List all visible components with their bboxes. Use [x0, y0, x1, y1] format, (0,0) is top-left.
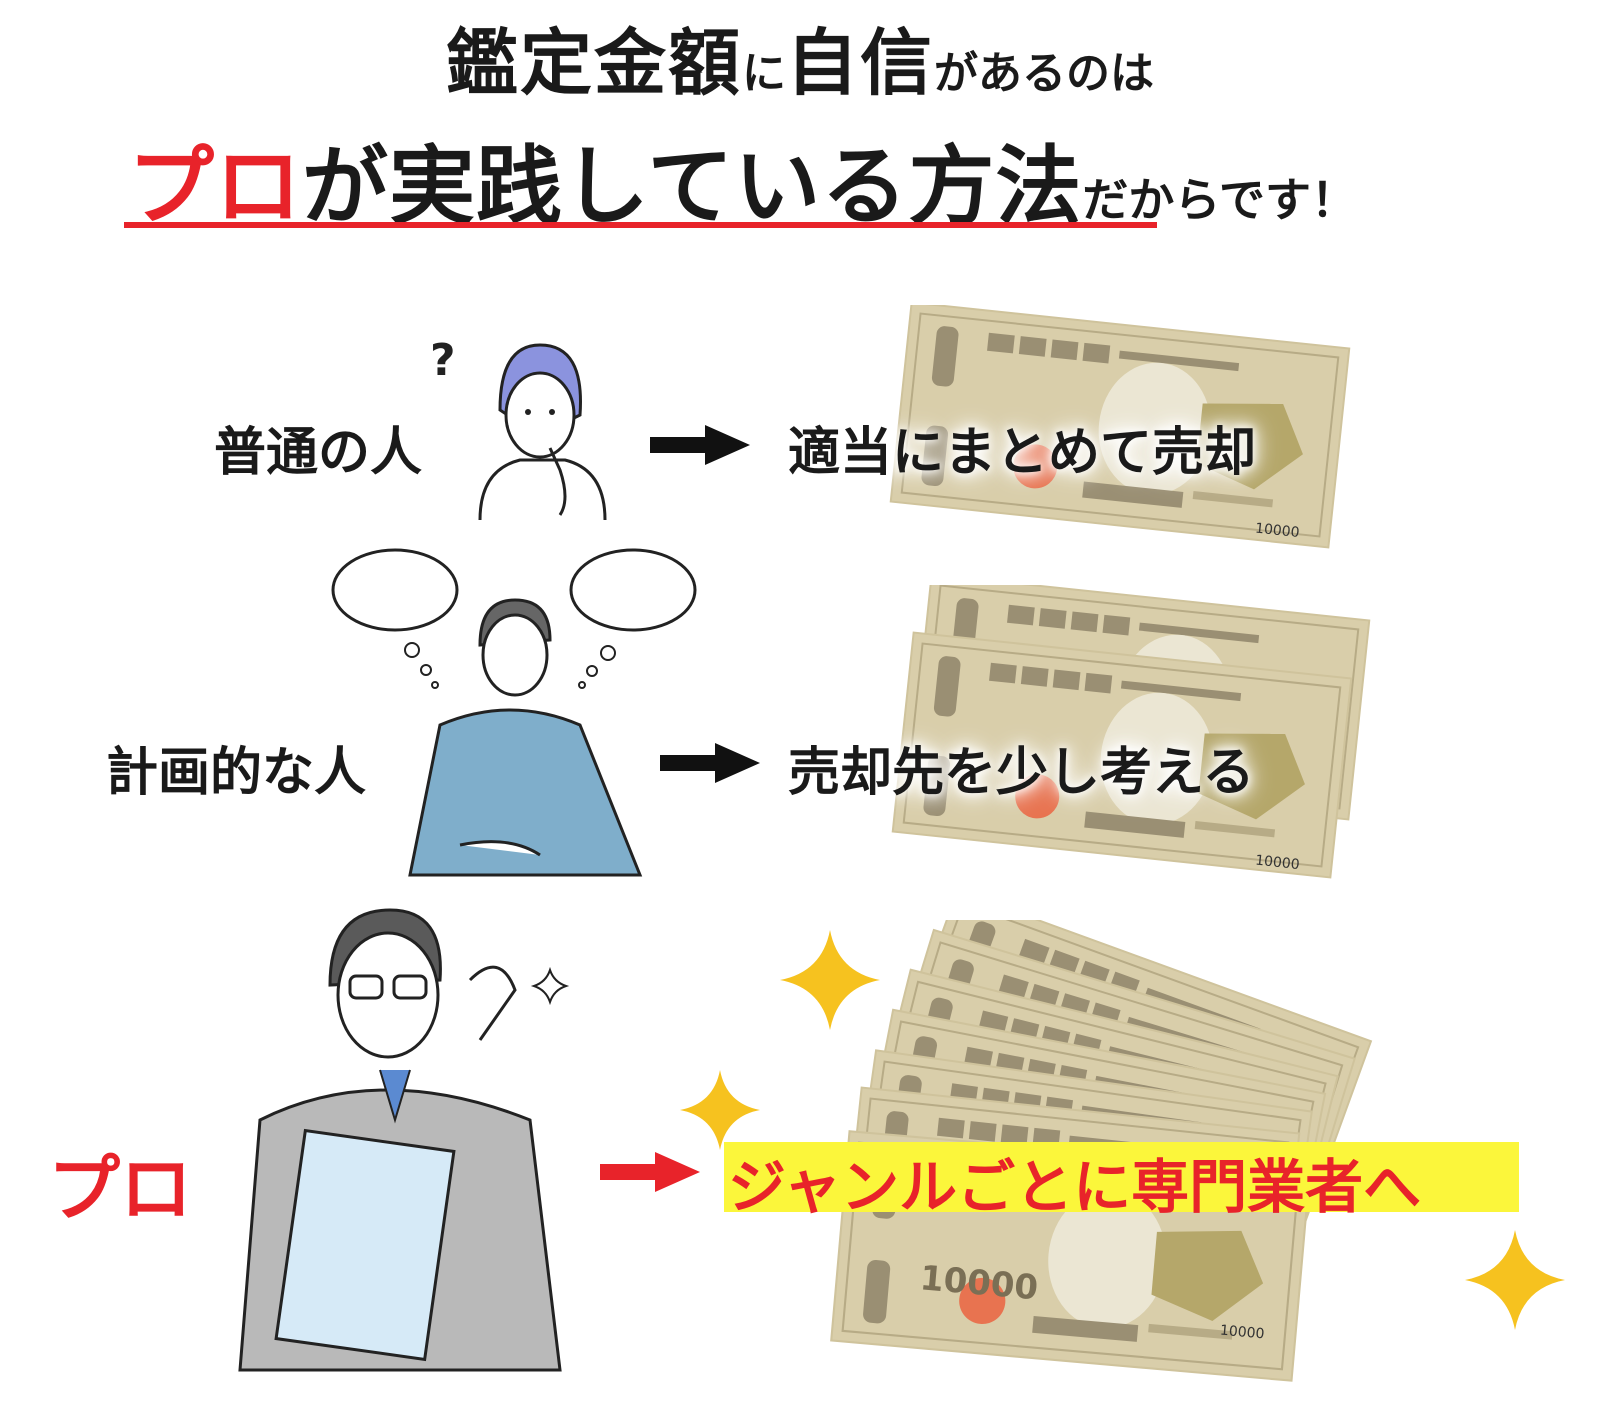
row-1-label: 普通の人 — [214, 423, 423, 483]
row-2-arrow-icon — [660, 743, 760, 783]
headline-underline — [124, 222, 1157, 228]
sparkle-small-icon — [530, 966, 570, 1006]
banknote-denomination-2: 10000 — [1254, 853, 1300, 874]
man-thinking-illustration — [331, 548, 697, 877]
question-mark-icon: ? — [430, 335, 456, 386]
row-2-label: 計画的な人 — [106, 743, 367, 803]
headline-practice-method: が実践している方法 — [302, 137, 1083, 237]
row-2-result: 売却先を少し考える — [788, 743, 1255, 803]
headline-line-2: プロが実践している方法だからです！ — [128, 116, 1357, 241]
banknote-stack-two-icon: 10000 — [891, 585, 1371, 879]
row-3-arrow-icon — [600, 1152, 700, 1192]
headline-appraisal-amount: 鑑定金額 — [445, 21, 742, 105]
row-1-result: 適当にまとめて売却 — [788, 423, 1257, 483]
thought-bubble-left-icon — [331, 548, 459, 632]
banknote-denomination-1: 10000 — [1254, 521, 1300, 542]
row-3-result: ジャンルごとに専門業者へ — [728, 1153, 1422, 1221]
professional-businessman-illustration — [238, 908, 570, 1372]
thought-bubble-right-icon — [569, 548, 697, 632]
headline-line-1: 鑑定金額に自信があるのは — [0, 4, 1600, 109]
banknote-denomination-3: 10000 — [1219, 1323, 1265, 1343]
sparkle-gold-icon — [1465, 1230, 1565, 1330]
headline-tail: だからです！ — [1082, 173, 1358, 227]
row-1-arrow-icon — [650, 425, 750, 465]
result-highlight — [724, 1142, 1519, 1212]
headline-because: があるのは — [934, 48, 1155, 99]
headline-pro: プロ — [128, 137, 302, 237]
row-3-label: プロ — [48, 1147, 193, 1231]
woman-thinking-illustration: ? — [430, 335, 607, 520]
headline-particle-ni: に — [742, 48, 786, 99]
banknote-single-icon: 10000 — [889, 305, 1351, 549]
banknote-fan-icon: 10000 10000 — [830, 920, 1372, 1382]
sparkle-gold-icon — [780, 930, 880, 1030]
headline-confidence: 自信 — [786, 21, 935, 105]
